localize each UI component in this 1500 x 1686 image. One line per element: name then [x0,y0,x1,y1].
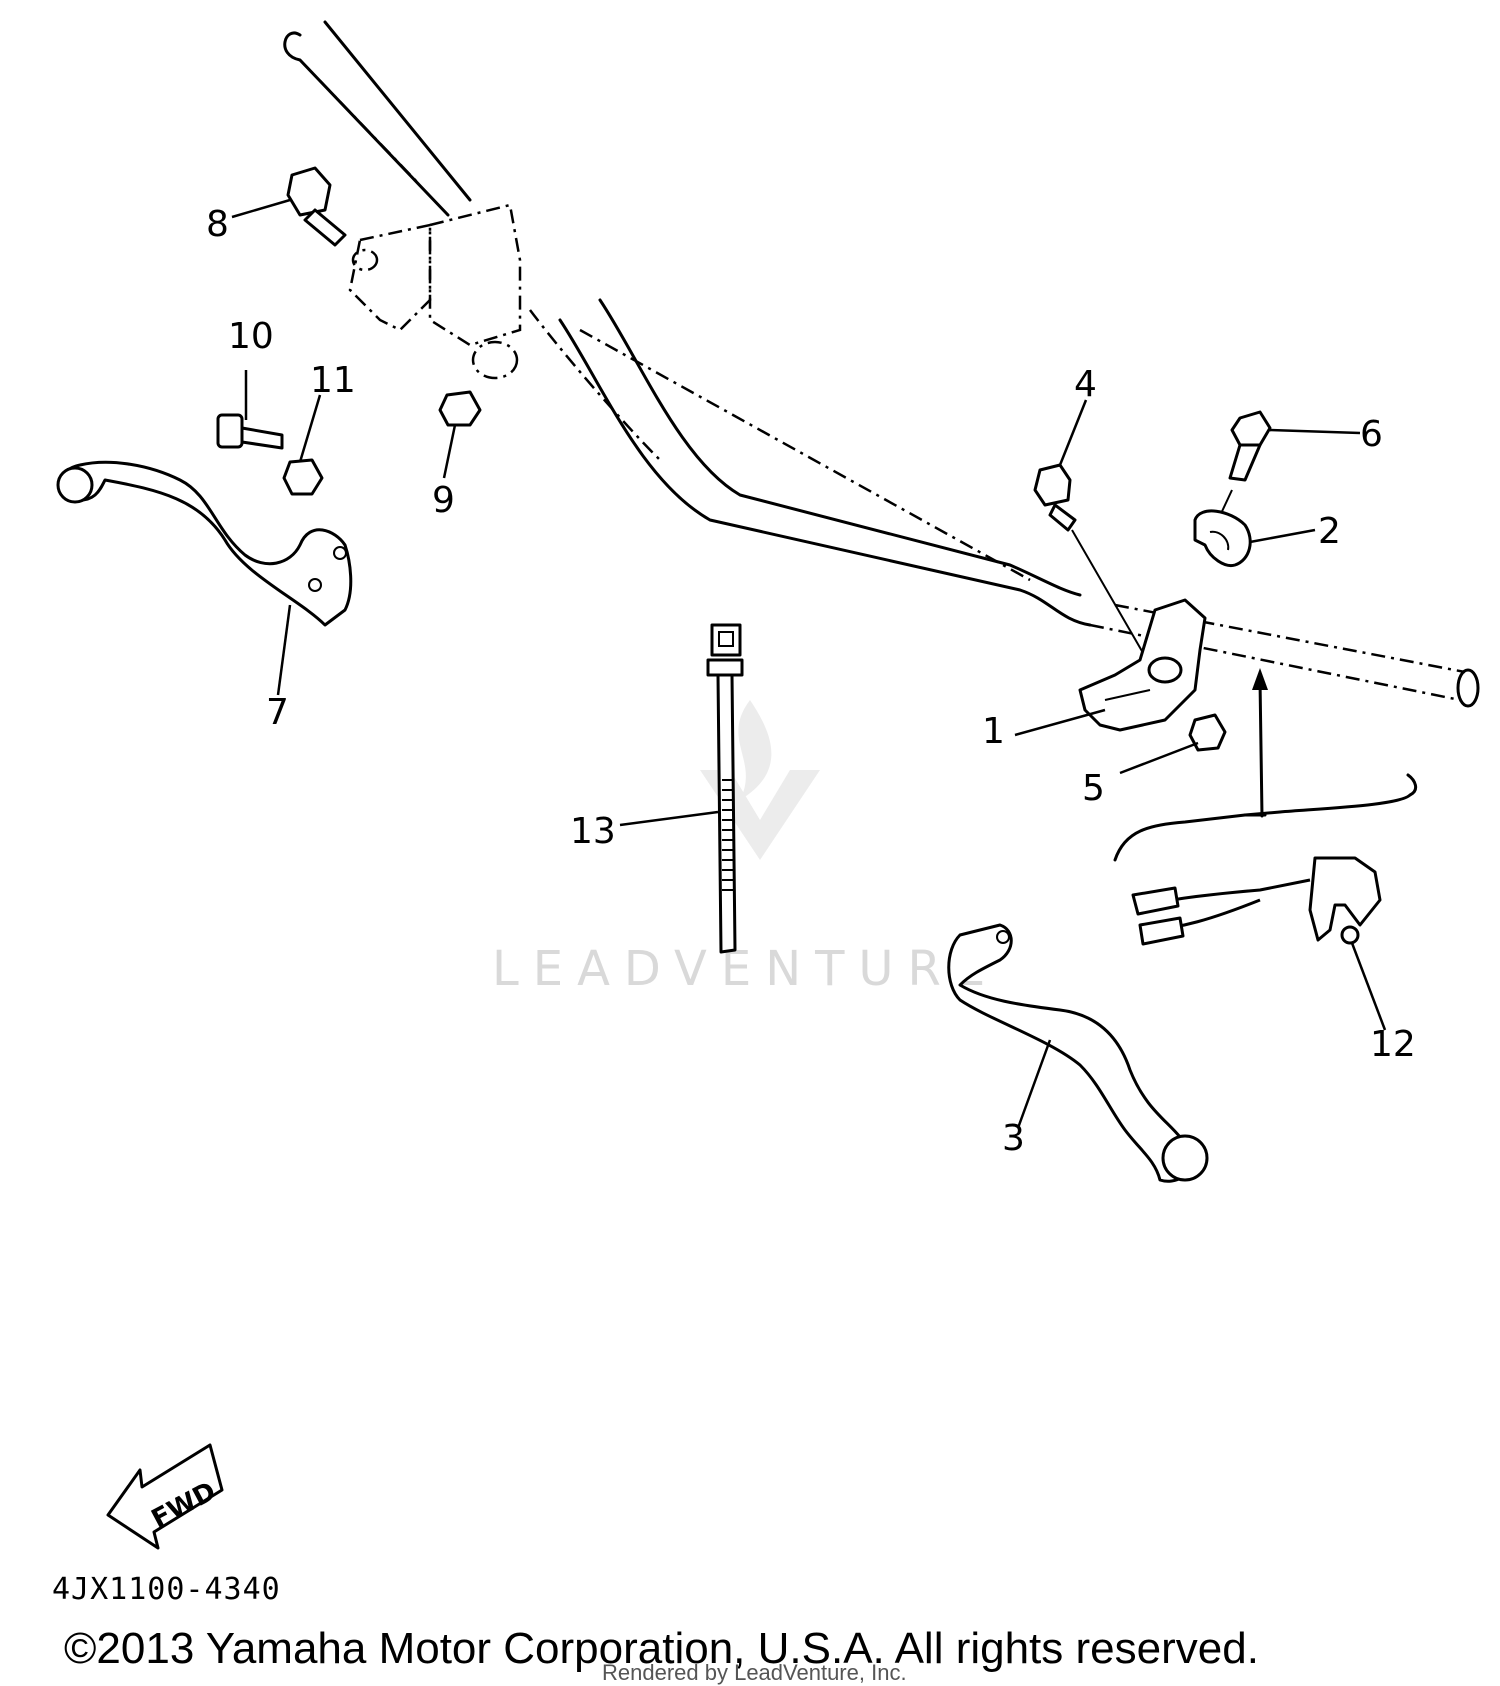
part-6-bolt [1217,410,1272,521]
callout-7: 7 [266,692,289,733]
callout-labels: 1 2 3 4 5 6 7 8 9 10 11 12 13 [206,204,1416,1159]
callout-5: 5 [1082,768,1105,809]
callout-2: 2 [1318,511,1341,552]
part-11-nut [282,458,324,496]
part-9-nut [438,390,482,427]
callout-13: 13 [570,811,616,852]
part-3-clutch-lever [947,923,1209,1183]
leadventure-watermark: LEADVENTURE [492,700,999,997]
callout-9: 9 [432,480,455,521]
callout-4: 4 [1074,364,1097,405]
copyright-notice: ©2013 Yamaha Motor Corporation, U.S.A. A… [64,1624,1259,1673]
master-cylinder [348,203,522,380]
callout-8: 8 [206,204,229,245]
callout-6: 6 [1360,414,1383,455]
handlebar [283,20,1480,708]
part-2-clamp [1193,509,1252,568]
leader-lines [231,198,1387,1129]
callout-12: 12 [1370,1024,1416,1065]
callout-10: 10 [228,316,274,357]
part-13-cable-tie [706,623,744,954]
callout-11: 11 [310,360,356,401]
part-4-bolt [1033,463,1151,666]
part-12-clutch-switch [1113,668,1418,946]
watermark-text: LEADVENTURE [492,941,999,997]
part-8-bolt [286,166,347,247]
diagram-part-code: 4JX1100-4340 [52,1572,281,1607]
fwd-arrow-icon: FWD [106,1443,224,1550]
part-5-nut [1188,713,1227,752]
callout-1: 1 [982,711,1005,752]
callout-3: 3 [1002,1118,1025,1159]
part-1-lever-holder [1078,598,1207,732]
part-7-brake-lever [56,460,353,627]
rendered-by-note: Rendered by LeadVenture, Inc. [602,1660,907,1685]
part-10-bolt [216,413,284,450]
